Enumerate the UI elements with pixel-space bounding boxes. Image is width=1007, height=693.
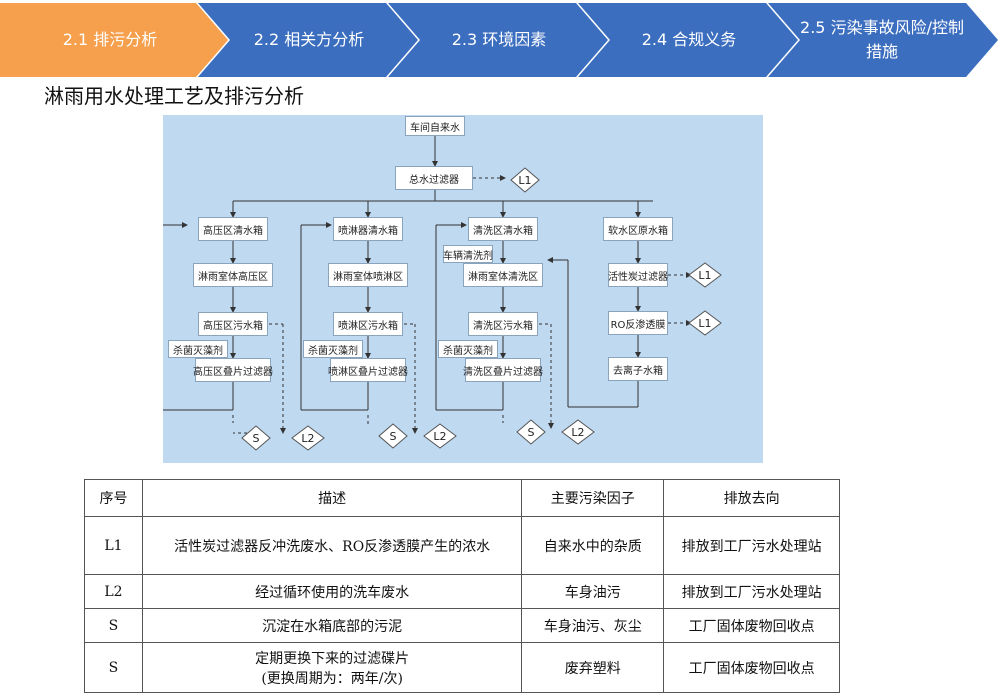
- col3-filter-box: 清洗区叠片过滤器: [463, 358, 543, 382]
- process-tab-bar: 2.1 排污分析 2.2 相关方分析 2.3 环境因素 2.4 合规义务 2.5…: [0, 0, 1007, 80]
- row-description: 活性炭过滤器反冲洗废水、RO反渗透膜产生的浓水: [141, 516, 523, 575]
- process-flow-diagram: L1 S L2 S L2 S L2 L1 L1 车间自来水 总水过滤器 高压区清…: [163, 115, 763, 463]
- col4-tank-box: 软水区原水箱: [603, 217, 673, 241]
- col1-additive-box: 杀菌灭藻剂: [168, 340, 228, 358]
- table-row: S 沉淀在水箱底部的污泥 车身油污、灰尘 工厂固体废物回收点: [84, 608, 840, 643]
- source-water-box: 车间自来水: [405, 116, 465, 136]
- diagram-connectors: L1 S L2 S L2 S L2 L1 L1: [163, 136, 722, 451]
- row-pollutant: 车身油污: [521, 574, 665, 609]
- row-description-line2: (更换周期为：两年/次): [261, 670, 403, 687]
- row-pollutant: 自来水中的杂质: [521, 516, 665, 575]
- table-row: L2 经过循环使用的洗车废水 车身油污 排放到工厂污水处理站: [84, 574, 840, 609]
- tag-s-2: [378, 423, 408, 449]
- row-id: S: [84, 608, 143, 643]
- col1-tank-box: 高压区清水箱: [198, 217, 268, 241]
- tab-shape-5[interactable]: [768, 3, 998, 77]
- col2-additive-box: 杀菌灭藻剂: [303, 340, 363, 358]
- header-pollutant: 主要污染因子: [521, 479, 665, 517]
- tag-l1-ro: [688, 310, 722, 336]
- row-id: L2: [84, 574, 143, 609]
- col3-additive-box: 杀菌灭藻剂: [438, 340, 498, 358]
- tab-pollution-risk-control[interactable]: 2.5 污染事故风险/控制措施: [800, 18, 964, 61]
- tag-s-3-text: S: [528, 426, 535, 439]
- row-pollutant: 车身油污、灰尘: [521, 608, 665, 643]
- col1-filter-box: 高压区叠片过滤器: [193, 358, 273, 382]
- tag-l1-main-text: L1: [518, 174, 531, 187]
- col1-zone-box: 淋雨室体高压区: [193, 263, 273, 287]
- col3-zone-box: 淋雨室体清洗区: [463, 263, 543, 287]
- tag-l2-3: [561, 419, 595, 445]
- tab-shape-4[interactable]: [578, 3, 798, 77]
- table-row: S 定期更换下来的过滤碟片 (更换周期为：两年/次) 废弃塑料 工厂固体废物回收…: [84, 642, 840, 693]
- tab-bar-shapes: [0, 3, 998, 77]
- row-description: 沉淀在水箱底部的污泥: [141, 608, 523, 643]
- table-header-row: 序号 描述 主要污染因子 排放去向: [84, 479, 840, 517]
- col2-zone-box: 淋雨室体喷淋区: [328, 263, 408, 287]
- row-id: L1: [84, 516, 143, 575]
- tag-s-1-text: S: [253, 432, 260, 445]
- tag-l2-1: [291, 425, 325, 451]
- tab-environmental-factors[interactable]: 2.3 环境因素: [451, 30, 547, 49]
- table-row: L1 活性炭过滤器反冲洗废水、RO反渗透膜产生的浓水 自来水中的杂质 排放到工厂…: [84, 516, 840, 575]
- tag-l2-1-text: L2: [301, 432, 314, 445]
- row-description-line1: 定期更换下来的过滤碟片: [255, 650, 410, 667]
- col2-tank-box: 喷淋器清水箱: [333, 217, 403, 241]
- row-destination: 排放到工厂污水处理站: [663, 574, 840, 609]
- tag-s-2-text: S: [390, 430, 397, 443]
- tag-l2-2-text: L2: [433, 430, 446, 443]
- col3-tank-box: 清洗区清水箱: [468, 217, 538, 241]
- col3-extra-box: 车辆清洗剂: [443, 245, 493, 263]
- row-destination: 工厂固体废物回收点: [663, 642, 840, 693]
- row-id: S: [84, 642, 143, 693]
- row-description-cell: 定期更换下来的过滤碟片 (更换周期为：两年/次): [141, 642, 523, 693]
- col4-carbon-filter-box: 活性炭过滤器: [608, 263, 668, 287]
- tab-shape-3[interactable]: [388, 3, 608, 77]
- discharge-table: 序号 描述 主要污染因子 排放去向 L1 活性炭过滤器反冲洗废水、RO反渗透膜产…: [84, 479, 840, 693]
- col4-deionized-tank-box: 去离子水箱: [608, 357, 668, 381]
- tag-l1-ro-text: L1: [698, 317, 711, 330]
- tag-l1-carbon-text: L1: [698, 269, 711, 282]
- tag-s-3: [516, 419, 546, 445]
- col2-waste-box: 喷淋区污水箱: [333, 312, 403, 336]
- tag-l2-3-text: L2: [571, 426, 584, 439]
- tag-s-1: [241, 425, 271, 451]
- tab-shape-1[interactable]: [0, 3, 228, 77]
- row-destination: 排放到工厂污水处理站: [663, 516, 840, 575]
- tab-pollution-analysis[interactable]: 2.1 排污分析: [62, 30, 158, 49]
- page-title: 淋雨用水处理工艺及排污分析: [44, 84, 304, 108]
- tab-stakeholder-analysis[interactable]: 2.2 相关方分析: [253, 30, 365, 49]
- tag-l1-carbon: [688, 262, 722, 288]
- row-description: 经过循环使用的洗车废水: [141, 574, 523, 609]
- col2-filter-box: 喷淋区叠片过滤器: [328, 358, 408, 382]
- tag-l1-main: [510, 167, 540, 193]
- header-description: 描述: [141, 479, 523, 517]
- col3-waste-box: 清洗区污水箱: [468, 312, 538, 336]
- header-serial: 序号: [84, 479, 143, 517]
- col1-waste-box: 高压区污水箱: [198, 312, 268, 336]
- tab-compliance-obligations[interactable]: 2.4 合规义务: [641, 30, 737, 49]
- main-filter-box: 总水过滤器: [395, 166, 473, 190]
- col4-ro-box: RO反渗透膜: [608, 311, 668, 335]
- header-destination: 排放去向: [663, 479, 840, 517]
- tab-shape-2[interactable]: [198, 3, 418, 77]
- tag-l2-2: [423, 423, 457, 449]
- row-pollutant: 废弃塑料: [521, 642, 665, 693]
- row-destination: 工厂固体废物回收点: [663, 608, 840, 643]
